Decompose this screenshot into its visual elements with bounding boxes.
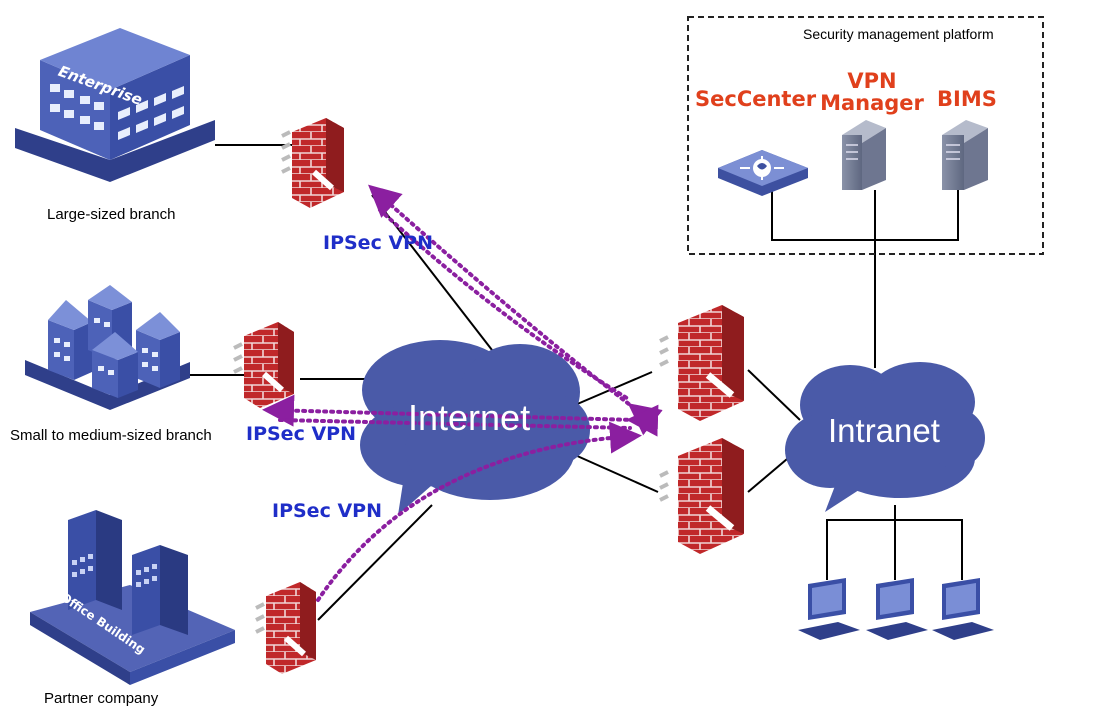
vpn-label-middle: IPSec VPN bbox=[246, 423, 356, 445]
tunnel-small-branch-2 bbox=[278, 418, 632, 430]
pc-icon-right bbox=[932, 578, 994, 640]
pc-icon-left bbox=[798, 578, 860, 640]
label-small-branch: Small to medium-sized branch bbox=[10, 427, 212, 444]
platform-frame bbox=[687, 16, 1044, 255]
vpn-label-bottom: IPSec VPN bbox=[272, 500, 382, 522]
link-fw3-internet bbox=[317, 504, 433, 621]
intranet-cloud bbox=[785, 362, 985, 512]
seccenter-label: SecCenter bbox=[695, 87, 817, 111]
bims-label: BIMS bbox=[937, 87, 997, 111]
firewall-icon-branch-small bbox=[233, 322, 294, 408]
tunnel-large-branch-2 bbox=[378, 208, 632, 402]
vpn-manager-label-line1: VPN bbox=[847, 69, 897, 93]
firewall-icon-hq-bottom bbox=[659, 438, 744, 554]
firewall-icon-hq-top bbox=[659, 305, 744, 421]
vpn-label-top: IPSec VPN bbox=[323, 232, 433, 254]
pc-icon-middle bbox=[866, 578, 928, 640]
small-branch-buildings-icon bbox=[25, 285, 190, 410]
enterprise-building-icon bbox=[15, 28, 215, 182]
tunnel-small-branch bbox=[262, 394, 659, 437]
vpn-manager-server-icon bbox=[842, 120, 886, 190]
link-fw4-intranet bbox=[747, 369, 801, 421]
firewall-icon-branch-large bbox=[281, 118, 344, 208]
office-building-icon bbox=[30, 510, 235, 685]
link-platform-bus bbox=[771, 190, 959, 241]
intranet-label: Intranet bbox=[828, 412, 940, 449]
ipsec-tunnels bbox=[262, 184, 663, 602]
link-internet-fw5 bbox=[574, 454, 659, 493]
tunnel-partner bbox=[316, 421, 642, 602]
label-large-branch: Large-sized branch bbox=[47, 206, 176, 223]
vpn-manager-label: VPN Manager bbox=[817, 70, 927, 114]
bims-server-icon bbox=[942, 120, 988, 190]
label-partner-company: Partner company bbox=[44, 690, 159, 707]
seccenter-icon bbox=[718, 150, 808, 196]
internet-label: Internet bbox=[408, 397, 531, 438]
platform-title: Security management platform bbox=[803, 26, 994, 42]
firewall-icon-partner bbox=[255, 582, 316, 674]
vpn-manager-label-line2: Manager bbox=[820, 91, 924, 115]
